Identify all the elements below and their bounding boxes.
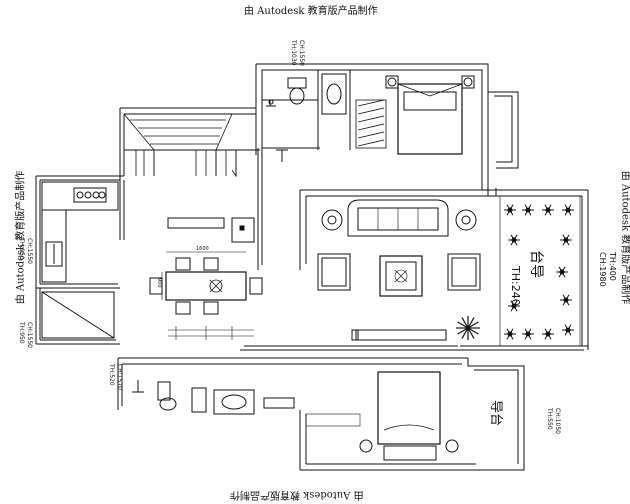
chair-bottom-1 xyxy=(175,301,191,315)
label-dining-dim: 1600 xyxy=(196,246,209,252)
chair-top-2 xyxy=(203,257,219,271)
bottom-bed xyxy=(377,371,441,445)
toilet-tank xyxy=(287,77,307,89)
label-dining-dim2: 900 xyxy=(156,278,162,288)
partition-kitchen xyxy=(119,180,125,240)
dining-cabinet xyxy=(167,217,225,229)
label-left-th2: TH:950 xyxy=(18,321,25,344)
plant-icon xyxy=(508,234,520,246)
plant-icon xyxy=(542,204,554,216)
plant-icon xyxy=(542,328,554,340)
plant-icon xyxy=(562,324,574,336)
coffee-table xyxy=(379,255,423,297)
label-top-ch: CH:1550 xyxy=(298,40,305,66)
top-bed xyxy=(397,83,463,155)
label-left-ch1: CH:1550 xyxy=(26,238,33,264)
plant-icon xyxy=(556,266,568,278)
plant-icon xyxy=(504,328,516,340)
label-mid-ch: CH:1570 xyxy=(116,364,123,390)
watermark-top: 由 Autodesk 教育版产品制作 xyxy=(244,6,378,17)
partition-stair xyxy=(124,148,263,270)
top-basin xyxy=(326,83,342,105)
wall-bottom-block xyxy=(117,357,468,410)
bottom-wardrobe xyxy=(305,413,361,427)
armchair-right xyxy=(447,253,481,291)
bottom-washer xyxy=(191,387,207,413)
large-plant-icon xyxy=(456,316,480,340)
label-guide-top: 导 xyxy=(528,264,544,278)
partition-top xyxy=(262,70,351,150)
plant-icon xyxy=(560,294,572,306)
plant-icon xyxy=(522,328,534,340)
chair-top-1 xyxy=(175,257,191,271)
wall-stair xyxy=(119,107,256,180)
sofa-main xyxy=(347,199,449,237)
label-mid-th: TH:520 xyxy=(108,363,115,386)
bottom-basin xyxy=(221,394,247,410)
tv-cabinet xyxy=(355,329,447,341)
plant-icon xyxy=(522,204,534,216)
bottom-nightstand-l xyxy=(359,439,373,453)
wall-left-lower xyxy=(35,288,120,345)
stove xyxy=(73,187,107,203)
label-br-th: TH:550 xyxy=(546,407,553,430)
toilet-bowl xyxy=(289,87,305,105)
plant-icon xyxy=(562,204,574,216)
chair-bottom-2 xyxy=(203,301,219,315)
bottom-cabinet xyxy=(263,397,295,409)
label-top-th: TH:1030 xyxy=(290,39,297,66)
label-left-ch2: CH:1550 xyxy=(26,322,33,348)
bottom-nightstand-r xyxy=(445,439,459,453)
plant-icon xyxy=(560,234,572,246)
chair-right xyxy=(249,277,263,295)
bottom-toilet-tank xyxy=(157,381,171,401)
closet-top xyxy=(355,99,387,149)
staircase xyxy=(123,113,237,178)
dining-centerpiece xyxy=(209,279,223,293)
label-left-th1: TH:950 xyxy=(18,237,25,260)
small-box xyxy=(231,217,255,243)
left-cabinet xyxy=(41,291,115,339)
armchair-left xyxy=(317,253,351,291)
label-living-th: TH:240 xyxy=(509,265,522,306)
side-table-r xyxy=(455,209,477,231)
top-basin-cabinet xyxy=(321,73,347,115)
kitchen-counter xyxy=(41,181,119,211)
balcony-right xyxy=(499,195,581,347)
dining-table xyxy=(165,271,247,301)
bottom-basin-cabinet xyxy=(213,389,255,415)
wall-right-outer xyxy=(581,190,589,350)
nightstand-r xyxy=(461,75,475,89)
bottom-toilet-bowl xyxy=(159,397,177,411)
wall-top-left xyxy=(255,64,263,155)
shower xyxy=(266,100,276,107)
label-right-ch: CH:1980 xyxy=(598,252,607,287)
balcony-top-right xyxy=(488,91,519,169)
wall-bottom-low xyxy=(299,410,480,471)
label-guide-top2: 台 xyxy=(528,250,544,264)
plant-icon xyxy=(504,204,516,216)
wall-living-top xyxy=(300,189,588,197)
coffee-table-ornament xyxy=(394,269,408,283)
wall-living-bottom xyxy=(240,345,460,351)
balcony-plants xyxy=(456,204,574,340)
nightstand-l xyxy=(385,75,399,89)
label-guide-bottom: 导台 xyxy=(488,400,503,426)
label-right-th: TH:400 xyxy=(608,251,617,281)
wall-living-mid xyxy=(299,190,307,270)
wall-bottom-right xyxy=(460,345,588,351)
label-br-ch: CH:1050 xyxy=(554,408,561,434)
wall-kitchen xyxy=(35,175,124,289)
plant-icon xyxy=(508,300,520,312)
kitchen-side-counter xyxy=(41,209,67,283)
side-table-l xyxy=(321,209,343,231)
sink xyxy=(45,241,63,267)
